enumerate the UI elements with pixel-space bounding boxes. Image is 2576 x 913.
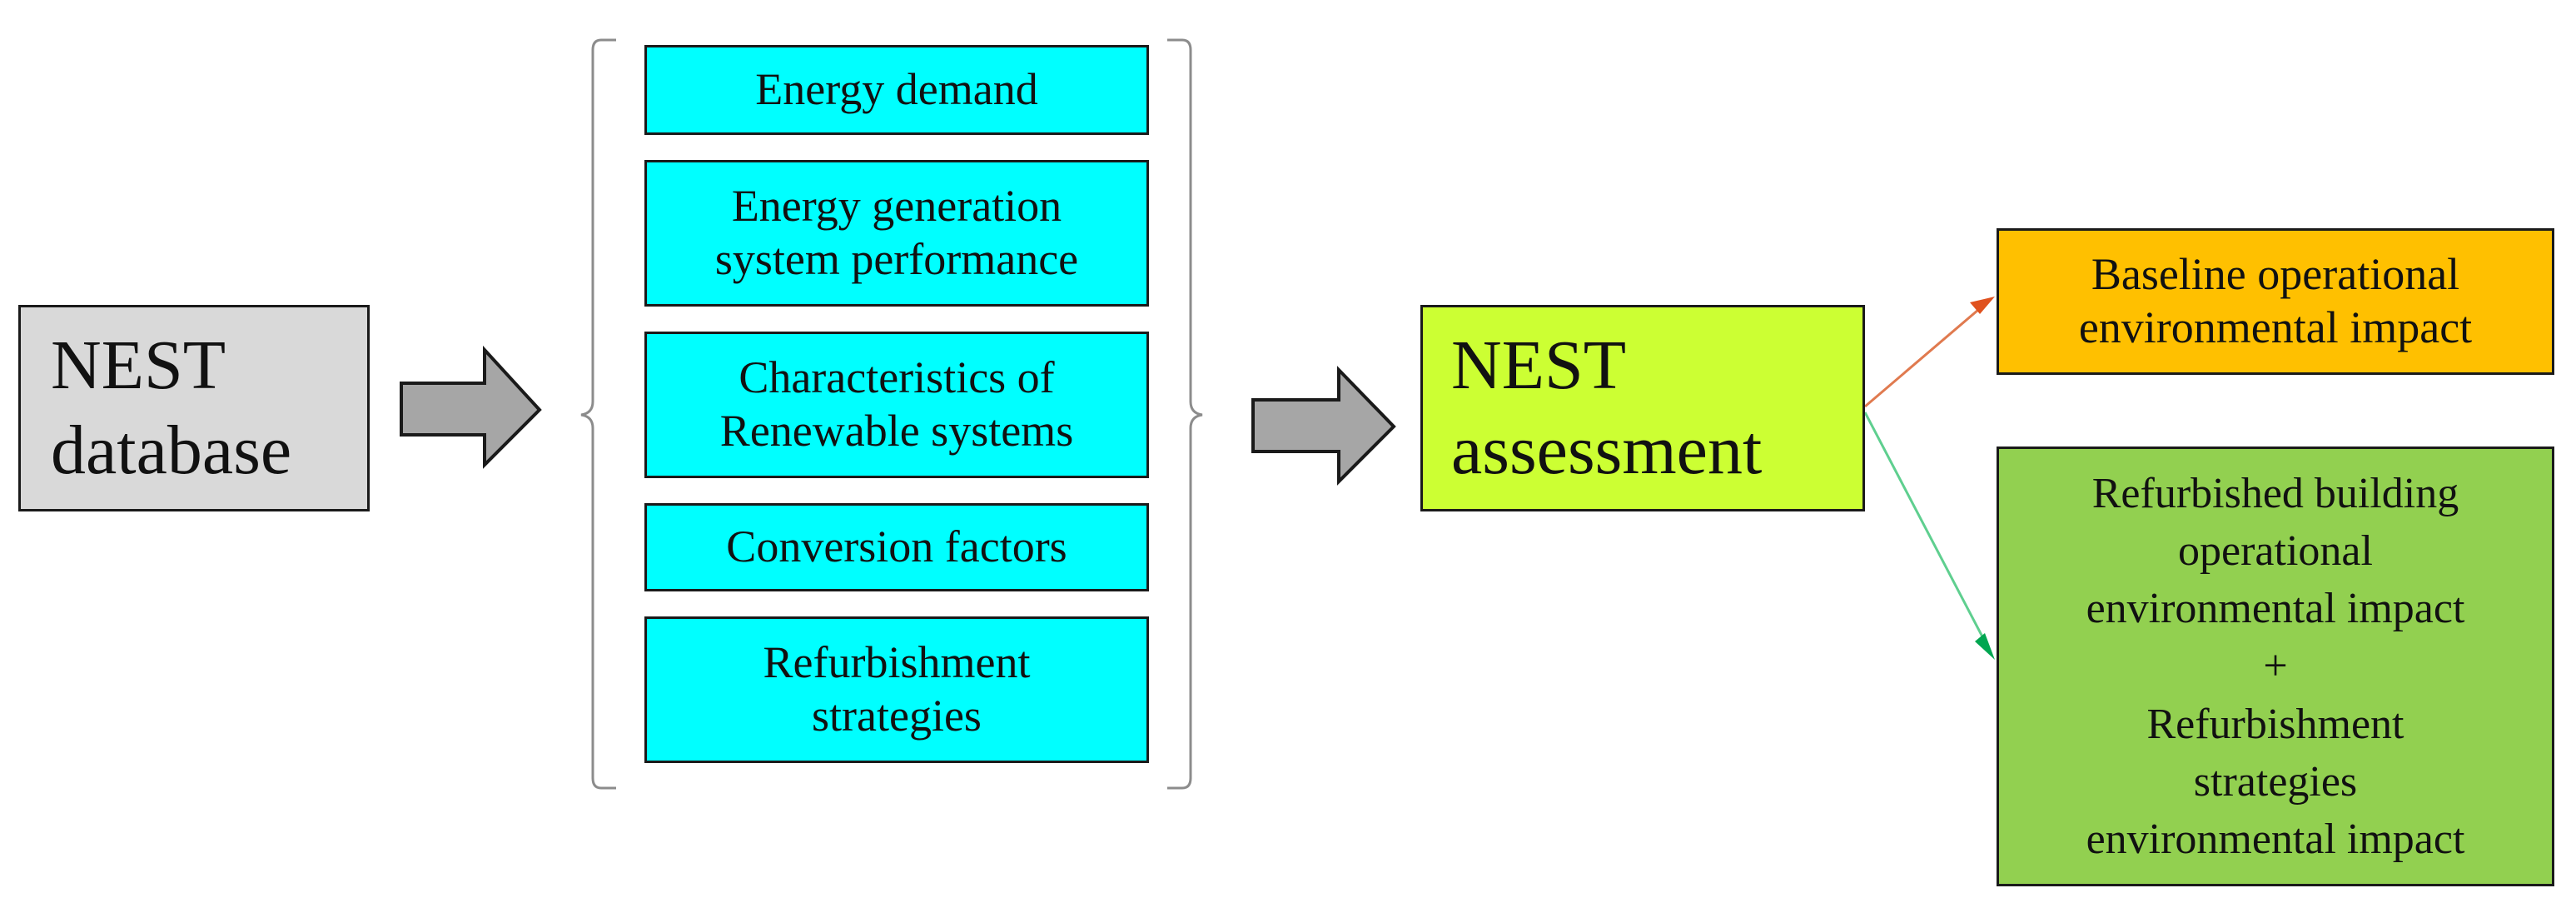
input-label: Energy generation system performance (714, 181, 1079, 284)
connector-head-baseline (1970, 297, 1995, 314)
connector-to-baseline (1864, 308, 1979, 408)
nest-database-box: NEST database (18, 305, 370, 511)
block-arrow-2 (1251, 366, 1396, 486)
input-refurbishment-strategies: Refurbishment strategies (644, 616, 1149, 763)
input-label: Energy demand (755, 64, 1038, 115)
nest-assessment-label: NEST assessment (1451, 326, 1763, 489)
block-arrow-1 (400, 345, 542, 469)
input-conversion-factors: Conversion factors (644, 503, 1149, 591)
right-brace (1167, 38, 1203, 790)
nest-database-label: NEST database (51, 326, 292, 489)
left-brace (580, 38, 616, 790)
input-label: Characteristics of Renewable systems (719, 352, 1074, 456)
connector-to-refurbished (1863, 412, 1987, 642)
connector-head-refurbished (1975, 633, 1995, 660)
input-label: Refurbishment strategies (763, 637, 1031, 741)
output-baseline-impact: Baseline operational environmental impac… (1997, 228, 2554, 375)
input-energy-demand: Energy demand (644, 45, 1149, 135)
output-label: Refurbished building operational environ… (2086, 469, 2465, 863)
input-renewable-characteristics: Characteristics of Renewable systems (644, 332, 1149, 478)
output-label: Baseline operational environmental impac… (2078, 249, 2473, 352)
input-label: Conversion factors (726, 521, 1067, 572)
input-energy-generation: Energy generation system performance (644, 160, 1149, 307)
nest-assessment-box: NEST assessment (1420, 305, 1865, 511)
output-refurbished-impact: Refurbished building operational environ… (1997, 447, 2554, 886)
